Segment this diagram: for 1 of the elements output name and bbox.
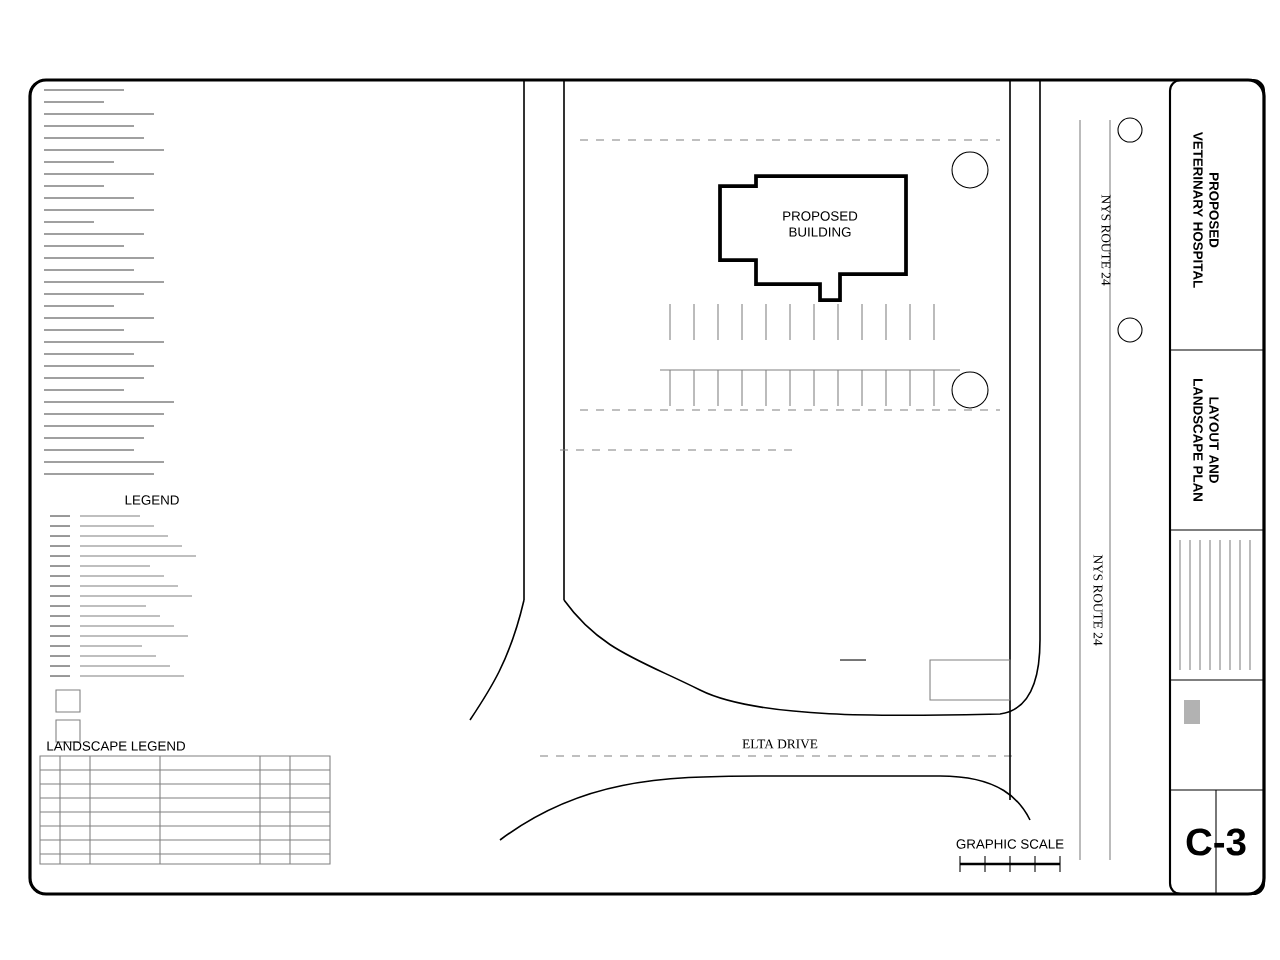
sheet-number: C-3	[1186, 828, 1246, 856]
